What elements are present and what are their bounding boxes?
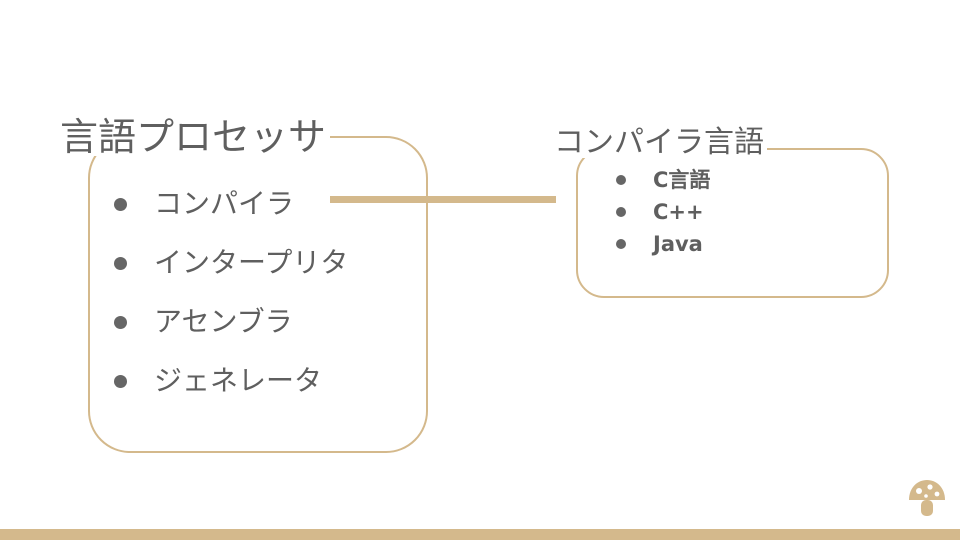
processor-list: コンパイラ インタープリタ アセンブラ ジェネレータ [112,184,348,420]
bullet-icon [114,257,127,270]
compiler-language-title: コンパイラ言語 [554,128,767,158]
connector-line [330,196,556,203]
list-item-label: コンパイラ [154,187,295,220]
bullet-icon [616,175,626,185]
list-item: アセンブラ [112,302,348,361]
list-item: インタープリタ [112,243,348,302]
bullet-icon [114,375,127,388]
list-item: C++ [614,198,710,230]
bullet-icon [114,198,127,211]
processor-group-title: 言語プロセッサ [60,118,331,156]
list-item: Java [614,230,710,262]
footer-bar [0,529,960,540]
list-item-label: Java [653,232,703,256]
list-item: コンパイラ [112,184,348,243]
list-item: C言語 [614,166,710,198]
mushroom-icon [909,480,945,516]
list-item-label: ジェネレータ [154,364,323,397]
list-item: ジェネレータ [112,361,348,420]
list-item-label: C言語 [653,168,711,192]
compiler-language-list: C言語 C++ Java [614,166,710,262]
list-item-label: アセンブラ [154,305,293,338]
bullet-icon [616,207,626,217]
bullet-icon [114,316,127,329]
bullet-icon [616,239,626,249]
list-item-label: C++ [653,200,704,224]
list-item-label: インタープリタ [154,246,349,279]
